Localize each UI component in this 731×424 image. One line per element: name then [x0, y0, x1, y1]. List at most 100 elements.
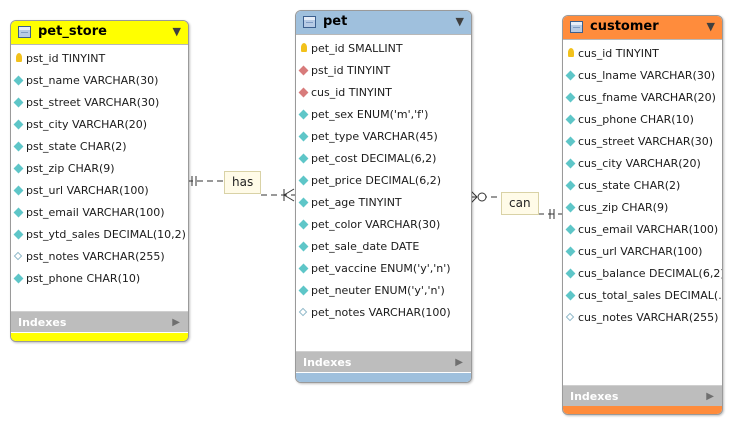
column-icon	[565, 158, 576, 169]
column-text: pet_type VARCHAR(45)	[311, 130, 438, 143]
column-text: pst_zip CHAR(9)	[26, 162, 115, 175]
column-text: pst_name VARCHAR(30)	[26, 74, 159, 87]
column-text: pet_sale_date DATE	[311, 240, 420, 253]
column-row[interactable]: pet_price DECIMAL(6,2)	[296, 170, 471, 192]
collapse-caret-icon[interactable]: ▼	[455, 15, 464, 28]
column-row[interactable]: cus_zip CHAR(9)	[563, 197, 722, 219]
column-row[interactable]: pst_zip CHAR(9)	[11, 158, 188, 180]
column-text: pst_id TINYINT	[311, 64, 391, 77]
column-row[interactable]: pet_sale_date DATE	[296, 236, 471, 258]
column-text: pst_notes VARCHAR(255)	[26, 250, 165, 263]
relationship-has-line	[187, 176, 295, 202]
column-row[interactable]: pet_type VARCHAR(45)	[296, 126, 471, 148]
column-text: pst_city VARCHAR(20)	[26, 118, 148, 131]
column-icon	[298, 175, 309, 186]
nullable-column-icon	[298, 307, 308, 317]
relationship-label-can[interactable]: can	[501, 192, 539, 215]
indexes-section[interactable]: Indexes ▶	[563, 385, 722, 406]
nullable-column-icon	[13, 251, 23, 261]
column-icon	[298, 197, 309, 208]
column-icon	[13, 119, 24, 130]
table-icon	[303, 16, 316, 28]
table-pet[interactable]: pet ▼ pet_id SMALLINT pst_id TINYINT cus_i…	[295, 10, 472, 383]
column-text: pet_sex ENUM('m','f')	[311, 108, 429, 121]
column-row[interactable]: pet_cost DECIMAL(6,2)	[296, 148, 471, 170]
column-row[interactable]: pet_vaccine ENUM('y','n')	[296, 258, 471, 280]
column-row[interactable]: cus_phone CHAR(10)	[563, 109, 722, 131]
column-row[interactable]: cus_balance DECIMAL(6,2)	[563, 263, 722, 285]
relationship-label-has[interactable]: has	[224, 171, 262, 194]
column-row[interactable]: cus_notes VARCHAR(255)	[563, 307, 722, 329]
expand-triangle-icon[interactable]: ▶	[455, 357, 463, 368]
primary-key-icon	[301, 43, 307, 52]
column-text: cus_id TINYINT	[578, 47, 659, 60]
column-row[interactable]: pet_notes VARCHAR(100)	[296, 302, 471, 324]
column-row[interactable]: pst_email VARCHAR(100)	[11, 202, 188, 224]
column-icon	[13, 273, 24, 284]
column-row[interactable]: pst_id TINYINT	[11, 48, 188, 70]
column-icon	[565, 224, 576, 235]
column-row[interactable]: cus_street VARCHAR(30)	[563, 131, 722, 153]
column-row[interactable]: pst_phone CHAR(10)	[11, 268, 188, 290]
column-icon	[298, 153, 309, 164]
table-header-pet-store[interactable]: pet_store ▼	[11, 21, 188, 45]
column-row[interactable]: cus_city VARCHAR(20)	[563, 153, 722, 175]
table-icon	[18, 26, 31, 38]
column-row[interactable]: pst_ytd_sales DECIMAL(10,2)	[11, 224, 188, 246]
column-row[interactable]: pet_age TINYINT	[296, 192, 471, 214]
column-row[interactable]: cus_id TINYINT	[563, 43, 722, 65]
collapse-caret-icon[interactable]: ▼	[172, 25, 181, 38]
expand-triangle-icon[interactable]: ▶	[172, 317, 180, 328]
column-row[interactable]: pet_sex ENUM('m','f')	[296, 104, 471, 126]
column-row[interactable]: pst_city VARCHAR(20)	[11, 114, 188, 136]
column-row[interactable]: pst_name VARCHAR(30)	[11, 70, 188, 92]
column-text: pst_id TINYINT	[26, 52, 106, 65]
column-row[interactable]: pst_notes VARCHAR(255)	[11, 246, 188, 268]
collapse-caret-icon[interactable]: ▼	[706, 20, 715, 33]
relationship-can-line	[470, 190, 562, 219]
column-row[interactable]: cus_fname VARCHAR(20)	[563, 87, 722, 109]
foreign-key-icon	[298, 87, 309, 98]
column-icon	[565, 136, 576, 147]
column-icon	[298, 241, 309, 252]
column-icon	[13, 163, 24, 174]
column-row[interactable]: cus_url VARCHAR(100)	[563, 241, 722, 263]
table-footer	[563, 406, 722, 414]
expand-triangle-icon[interactable]: ▶	[706, 391, 714, 402]
foreign-key-icon	[298, 65, 309, 76]
column-text: cus_zip CHAR(9)	[578, 201, 669, 214]
column-row[interactable]: cus_lname VARCHAR(30)	[563, 65, 722, 87]
column-text: pet_notes VARCHAR(100)	[311, 306, 451, 319]
column-row[interactable]: pst_url VARCHAR(100)	[11, 180, 188, 202]
column-icon	[13, 97, 24, 108]
column-row[interactable]: cus_state CHAR(2)	[563, 175, 722, 197]
indexes-section[interactable]: Indexes ▶	[11, 311, 188, 332]
column-text: cus_lname VARCHAR(30)	[578, 69, 716, 82]
column-icon	[13, 229, 24, 240]
table-header-customer[interactable]: customer ▼	[563, 16, 722, 40]
column-text: cus_url VARCHAR(100)	[578, 245, 703, 258]
column-row[interactable]: cus_email VARCHAR(100)	[563, 219, 722, 241]
column-text: pet_neuter ENUM('y','n')	[311, 284, 445, 297]
column-text: pst_email VARCHAR(100)	[26, 206, 165, 219]
column-text: cus_total_sales DECIMAL(...	[578, 289, 723, 302]
column-row[interactable]: pst_street VARCHAR(30)	[11, 92, 188, 114]
column-text: cus_city VARCHAR(20)	[578, 157, 701, 170]
column-text: pst_url VARCHAR(100)	[26, 184, 149, 197]
table-header-pet[interactable]: pet ▼	[296, 11, 471, 35]
table-title: customer	[590, 19, 659, 34]
column-row[interactable]: pst_id TINYINT	[296, 60, 471, 82]
indexes-label: Indexes	[18, 316, 67, 329]
table-pet-store[interactable]: pet_store ▼ pst_id TINYINT pst_name VARCH…	[10, 20, 189, 342]
column-row[interactable]: cus_id TINYINT	[296, 82, 471, 104]
column-row[interactable]: pet_neuter ENUM('y','n')	[296, 280, 471, 302]
indexes-section[interactable]: Indexes ▶	[296, 351, 471, 372]
column-icon	[298, 219, 309, 230]
column-row[interactable]: pet_id SMALLINT	[296, 38, 471, 60]
table-customer[interactable]: customer ▼ cus_id TINYINT cus_lname VARCH…	[562, 15, 723, 415]
column-row[interactable]: pst_state CHAR(2)	[11, 136, 188, 158]
column-row[interactable]: cus_total_sales DECIMAL(...	[563, 285, 722, 307]
column-list: pet_id SMALLINT pst_id TINYINT cus_id TINY…	[296, 35, 471, 324]
column-text: cus_phone CHAR(10)	[578, 113, 694, 126]
column-row[interactable]: pet_color VARCHAR(30)	[296, 214, 471, 236]
